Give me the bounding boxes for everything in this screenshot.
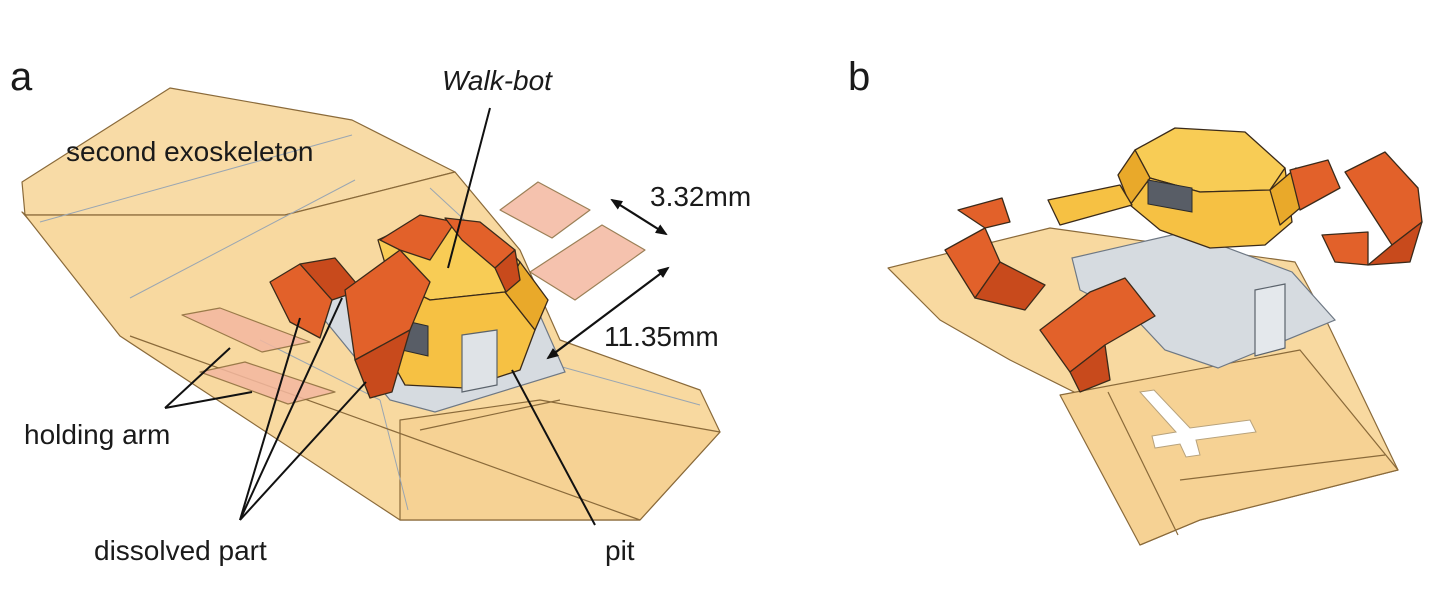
dimension-arrow-length [546, 266, 670, 360]
holding-arm-segment [494, 249, 521, 293]
walk-bot-slot-b [1147, 179, 1193, 213]
detached-arm-segment [974, 261, 1046, 311]
holding-arm-segment [269, 263, 333, 339]
panel-b-label: b [848, 55, 870, 99]
holding-arm-segment [354, 329, 411, 399]
dissolved-arm-ghost [181, 307, 311, 353]
dimension-arrow-width [610, 198, 668, 236]
exoskeleton-groove [129, 179, 356, 299]
exoskeleton-fold-line-b [1107, 391, 1179, 536]
detached-arm-segment [1289, 159, 1341, 211]
dissolved-part-label: dissolved part [94, 535, 267, 566]
dissolved-arm-ghost [499, 181, 591, 239]
leader-line-dissolved-part [239, 297, 343, 521]
holding-arm-segment [344, 249, 431, 361]
width-dimension-label: 3.32mm [650, 181, 751, 212]
detached-arm-segment [1344, 151, 1423, 246]
leader-line-walk-bot [447, 107, 491, 269]
holding-arm-label: holding arm [24, 419, 170, 450]
second-exoskeleton-label: second exoskeleton [66, 136, 314, 167]
exoskeleton-fold-line-b [1139, 519, 1201, 546]
holding-arms [269, 214, 521, 399]
leader-line-holding-arm [164, 347, 231, 409]
exoskeleton-fold-b [1059, 349, 1399, 546]
walk-bot-leg-b [1047, 184, 1133, 226]
detached-arm-segment [1069, 344, 1111, 393]
exoskeleton-groove [429, 187, 471, 226]
detached-arms-b [944, 151, 1423, 393]
leader-line-dissolved-part [239, 381, 367, 521]
leader-line-pit [511, 369, 596, 526]
dissolved-arm-ghost [529, 224, 646, 301]
exoskeleton-fold-line-b [1179, 454, 1386, 481]
exoskeleton-groove [39, 134, 353, 223]
walk-bot-label: Walk-bot [442, 65, 553, 96]
exoskeleton-groove [379, 399, 409, 511]
exoskeleton-groove [554, 364, 701, 406]
panel-b: b [848, 55, 1423, 546]
holding-arm-segment [379, 214, 456, 261]
detached-arm-segment [1321, 231, 1369, 266]
dissolved-arm-ghost [199, 361, 336, 405]
pit-wall [461, 329, 498, 393]
length-dimension-label: 11.35mm [604, 321, 719, 352]
panel-a-label: a [10, 55, 33, 99]
detached-arm-segment [1367, 221, 1423, 266]
leader-line-holding-arm [164, 391, 253, 409]
pit-label: pit [605, 535, 635, 566]
exoskeleton-fold-line [129, 335, 641, 521]
cross-groove [1139, 389, 1257, 458]
pit-wall-b [1254, 283, 1286, 357]
detached-arm-segment [957, 197, 1011, 229]
panel-a: a Walk-bot second exoskeleton 3.32mm 11.… [10, 55, 751, 566]
leader-line-dissolved-part [239, 317, 301, 521]
walk-bot-body-b [1047, 127, 1301, 249]
exoskeleton-fold-line [419, 399, 561, 431]
